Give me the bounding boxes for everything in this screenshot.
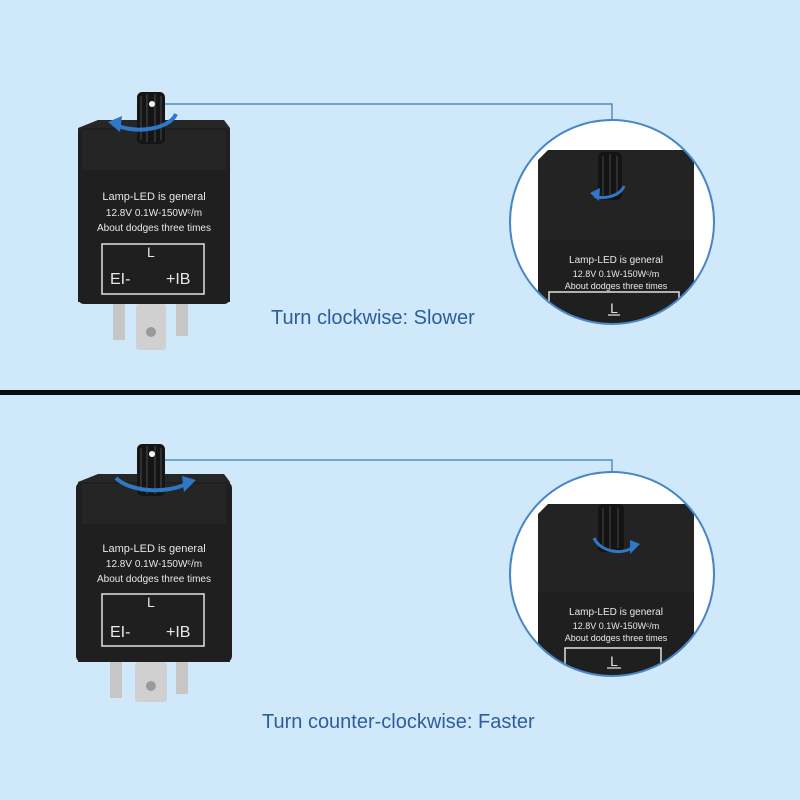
caption-clockwise: Turn clockwise: Slower	[271, 307, 475, 329]
relay-line-2: 12.8V 0.1W-150Wᶜ/m	[105, 559, 203, 570]
divider	[0, 390, 800, 395]
terminal-l: L	[147, 244, 155, 260]
terminal-ei: EI-	[110, 624, 131, 641]
pin-right	[176, 304, 188, 336]
relay-line-2: 12.8V 0.1W-150Wᶜ/m	[105, 208, 203, 219]
relay-line-3: About dodges three times	[97, 223, 211, 234]
zoom-circle: L	[509, 119, 715, 325]
relay-body	[76, 444, 232, 702]
relay-body	[78, 92, 230, 350]
pin-left	[113, 304, 125, 340]
svg-text:L: L	[610, 653, 618, 669]
zoom-relay-line-3: About dodges three times	[564, 633, 668, 643]
adjust-knob	[137, 444, 165, 496]
pin-right	[176, 662, 188, 694]
zoom-relay-line-2: 12.8V 0.1W-150Wᶜ/m	[572, 269, 660, 279]
zoom-relay-line-2: 12.8V 0.1W-150Wᶜ/m	[572, 621, 660, 631]
rotation-arrow-icon	[117, 112, 178, 132]
relay-line-1: Lamp-LED is general	[102, 191, 206, 203]
rotation-arrow-icon	[114, 476, 187, 493]
relay-line-3: About dodges three times	[97, 574, 211, 585]
relay-line-1: Lamp-LED is general	[102, 543, 206, 555]
panel-counter-clockwise: L Lamp-LED is general 12.8V 0.1W-150Wᶜ/m…	[0, 396, 800, 800]
panel-clockwise: L Lamp-LED is general 12.8V 0.1W-150Wᶜ/m…	[0, 0, 800, 390]
terminal-ib: +IB	[166, 271, 191, 288]
relay-scene-bottom: L	[76, 444, 715, 702]
zoom-relay-line-3: About dodges three times	[564, 281, 668, 291]
relay-scene-top: L	[78, 92, 715, 350]
zoom-relay-line-1: Lamp-LED is general	[569, 255, 663, 266]
terminal-ib: +IB	[166, 624, 191, 641]
svg-text:L: L	[610, 300, 618, 316]
zoom-circle: L	[509, 471, 715, 677]
terminal-ei: EI-	[110, 271, 131, 288]
terminal-l: L	[147, 594, 155, 610]
pin-left	[110, 662, 122, 698]
zoom-relay-line-1: Lamp-LED is general	[569, 607, 663, 618]
caption-counter-clockwise: Turn counter-clockwise: Faster	[262, 711, 535, 733]
